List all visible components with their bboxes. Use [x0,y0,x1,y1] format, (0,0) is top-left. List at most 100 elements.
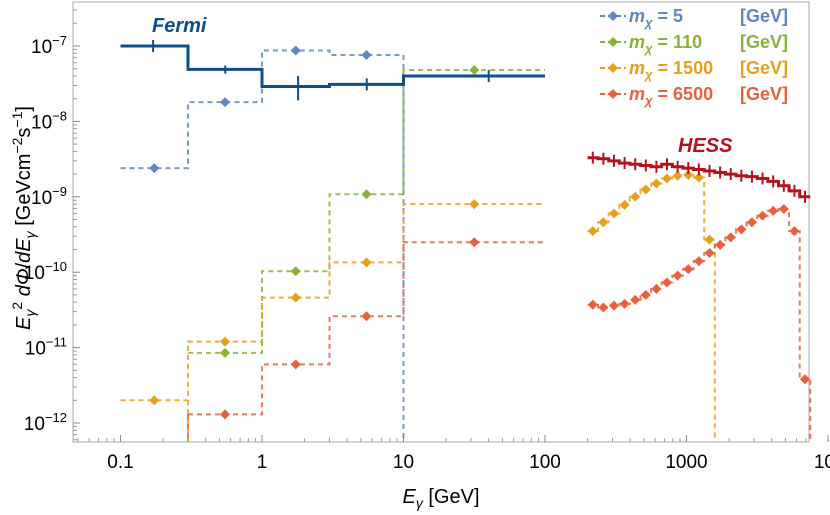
legend-swatch-marker [608,11,618,21]
data-point [587,299,598,310]
data-point [725,232,736,243]
series-line [188,241,545,416]
data-point [220,336,231,347]
data-point [800,374,811,385]
data-point [672,270,683,281]
data-point [469,199,480,210]
data-point [693,256,704,267]
y-tick-label: 10−10 [24,259,67,284]
x-tick-label: 10 [393,452,414,473]
data-point [290,359,301,370]
series-line [120,203,545,402]
data-point [587,226,598,237]
data-point [704,234,715,245]
data-point [290,45,301,56]
data-point [704,247,715,258]
legend-swatch-marker [608,37,618,47]
legend-swatch-marker [608,63,618,73]
legend-label: mχ = 6500 [629,84,713,108]
y-axis-title: Eγ2 dΦ/dEγ [GeVcm−2s−1] [9,106,38,330]
series-line-hess [587,207,812,442]
data-point [361,49,372,60]
data-point [361,257,372,268]
axis-ticks: 0.1 1 10 100 1000 104 10−12 10−11 10−10 10−9 10−8 1… [24,9,830,473]
x-tick-label: 1 [257,452,268,473]
legend-unit: [GeV] [740,32,788,52]
legend-item: mχ = 5 [GeV] [600,6,788,30]
series-hess [587,151,811,203]
x-axis-title: Eγ [GeV] [402,486,479,511]
data-point [149,163,160,174]
data-point [469,65,480,76]
x-tick-label: 1000 [665,452,707,473]
series-line [120,44,545,89]
legend-unit: [GeV] [740,84,788,104]
series-m-110-gev- [188,65,545,358]
series-m-1500-gev- [120,169,716,442]
data-point [651,283,662,294]
y-tick-label: 10−11 [25,335,67,360]
data-point [598,217,609,228]
data-point [469,237,480,248]
y-tick-label: 10−7 [31,33,67,58]
series-line [188,69,545,354]
data-point [715,239,726,250]
series-line [120,49,405,442]
hess-annotation: HESS [678,135,733,157]
x-tick-label: 100 [529,452,561,473]
data-point [683,264,694,275]
plot-frame [72,1,810,443]
data-point [672,170,683,181]
series-fermi [120,40,545,101]
data-point [778,203,789,214]
data-point [757,210,768,221]
series-m-5-gev- [120,45,405,442]
data-point [598,302,609,313]
legend-unit: [GeV] [740,6,788,26]
data-point [619,199,630,210]
data-point [662,173,673,184]
series-layer [120,40,812,442]
data-point [290,292,301,303]
data-point [220,97,231,108]
data-point [361,189,372,200]
data-point [651,178,662,189]
legend-label: mχ = 5 [629,6,683,30]
data-point [609,208,620,219]
y-tick-label: 10−12 [24,410,67,435]
y-tick-label: 10−9 [31,184,67,209]
data-point [630,294,641,305]
legend-label: mχ = 1500 [629,58,713,82]
data-point [683,169,694,180]
x-tick-label: 104 [814,448,830,473]
data-point [789,226,800,237]
data-point [640,184,651,195]
data-point [619,298,630,309]
data-point [630,191,641,202]
data-point [220,409,231,420]
data-point [662,277,673,288]
data-point [149,395,160,406]
data-point [640,289,651,300]
data-point [609,300,620,311]
x-tick-label: 0.1 [107,452,133,473]
data-point [220,347,231,358]
fermi-annotation: Fermi [152,15,207,37]
legend: mχ = 5[GeV]mχ = 110[GeV]mχ = 1500[GeV]mχ… [600,6,788,108]
legend-item: mχ = 6500 [GeV] [600,84,788,108]
legend-unit: [GeV] [740,58,788,78]
data-point [290,266,301,277]
y-tick-label: 10−8 [31,108,67,133]
data-point [746,217,757,228]
legend-swatch-marker [608,89,618,99]
data-point [693,172,704,183]
data-point [361,311,372,322]
legend-label: mχ = 110 [629,32,702,56]
data-point [768,205,779,216]
legend-item: mχ = 1500 [GeV] [600,58,788,82]
data-point [736,224,747,235]
series-line-hess [587,173,716,442]
series-m-6500-gev- [187,203,812,442]
legend-item: mχ = 110 [GeV] [600,32,788,56]
